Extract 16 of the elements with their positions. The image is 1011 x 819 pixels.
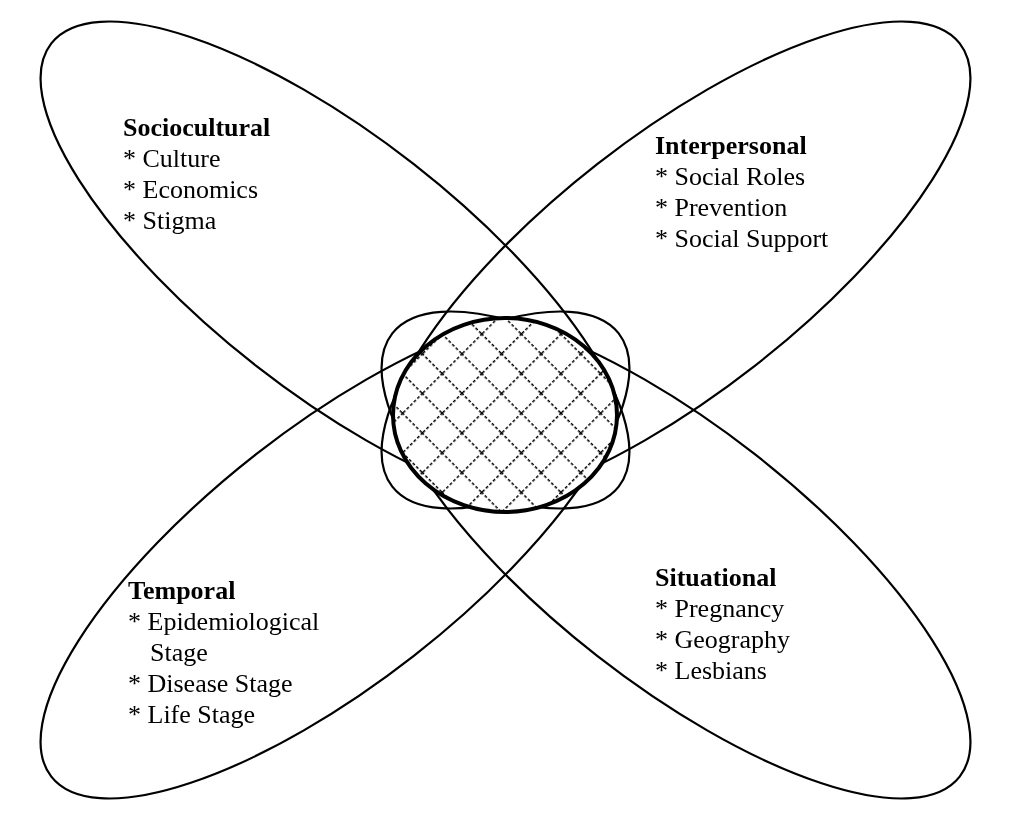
category-heading: Sociocultural [123, 112, 272, 143]
list-item: * Life Stage [128, 699, 257, 730]
list-item: * Social Roles [655, 161, 807, 192]
category-heading: Interpersonal [655, 130, 808, 161]
list-item: * Lesbians [655, 655, 768, 686]
category-heading: Temporal [128, 575, 237, 606]
category-heading: Situational [655, 562, 778, 593]
list-item: * Geography [655, 624, 791, 655]
list-item: * Culture [123, 143, 222, 174]
list-item: * Disease Stage [128, 668, 294, 699]
list-item: * Stigma [123, 205, 218, 236]
list-item: * Epidemiological Stage [128, 606, 321, 668]
list-item: * Economics [123, 174, 260, 205]
list-item: * Pregnancy [655, 593, 786, 624]
list-item: * Social Support [655, 223, 830, 254]
list-item: * Prevention [655, 192, 789, 223]
